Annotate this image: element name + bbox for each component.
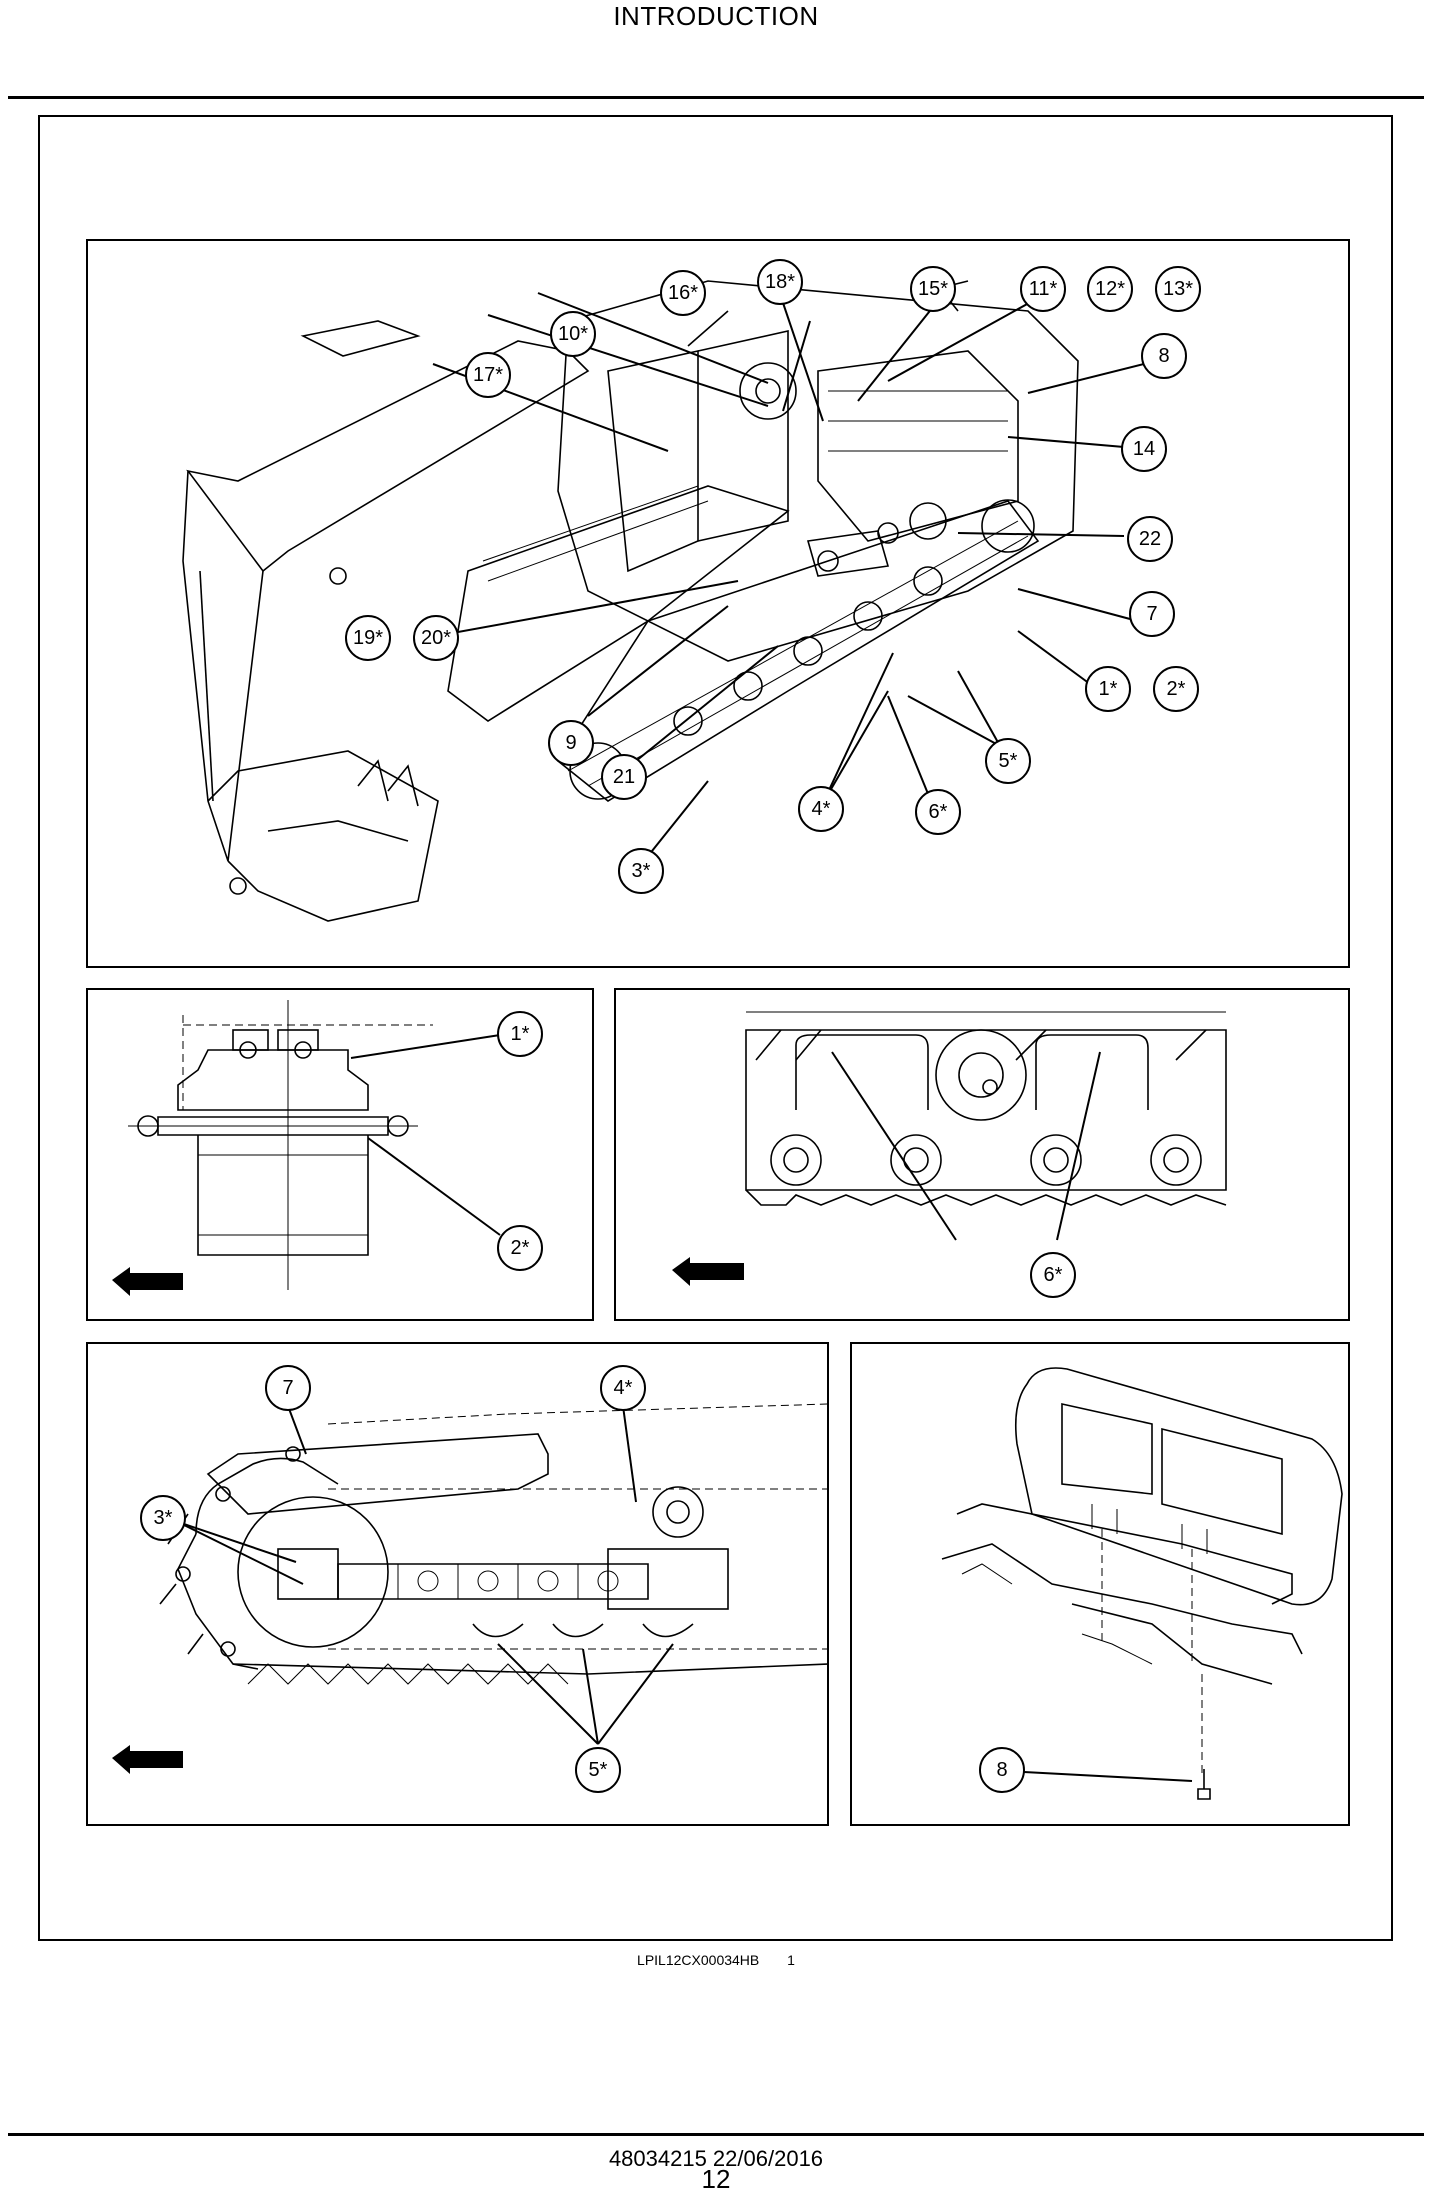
counterweight-callout-8: 8 <box>979 1747 1025 1793</box>
final-drive-drawing: 1* 2* <box>112 1000 543 1296</box>
svg-text:7: 7 <box>282 1377 293 1399</box>
callout-14: 14 <box>1121 426 1167 472</box>
callout-6: 6* <box>915 789 961 835</box>
undercarriage-drawing: 7 4* 3* 5* <box>112 1365 827 1793</box>
footer-page-number: 12 <box>701 2164 731 2194</box>
undercarriage-callout-3: 3* <box>140 1495 186 1541</box>
callout-13: 13* <box>1155 266 1201 312</box>
undercarriage-callout-7: 7 <box>265 1365 311 1411</box>
callout-10: 10* <box>550 311 596 357</box>
upper-rollers-drawing: 6* <box>672 1011 1227 1298</box>
svg-text:1*: 1* <box>1099 678 1118 700</box>
svg-text:10*: 10* <box>558 323 588 345</box>
svg-text:12*: 12* <box>1095 278 1125 300</box>
svg-text:18*: 18* <box>765 271 795 293</box>
upper-rollers-panel: 6* <box>614 988 1350 1321</box>
callout-12: 12* <box>1087 266 1133 312</box>
svg-text:6*: 6* <box>1044 1264 1063 1286</box>
upper-structure-drawing <box>557 280 1079 662</box>
callout-3: 3* <box>618 848 664 894</box>
figure-code: LPIL12CX00034HB <box>637 1952 760 1968</box>
svg-text:16*: 16* <box>668 282 698 304</box>
figure-caption: LPIL12CX00034HB 1 <box>0 1952 1432 1968</box>
footer-rule <box>8 2133 1424 2136</box>
svg-text:7: 7 <box>1146 603 1157 625</box>
page-header-title: INTRODUCTION <box>613 1 819 31</box>
callout-1: 1* <box>1085 666 1131 712</box>
svg-text:19*: 19* <box>353 627 383 649</box>
svg-text:5*: 5* <box>999 750 1018 772</box>
figure-frame <box>38 115 1393 1941</box>
counterweight-drawing: 8 <box>941 1367 1343 1800</box>
svg-text:21: 21 <box>613 766 635 788</box>
final-drive-callout-1: 1* <box>497 1011 543 1057</box>
front-direction-arrow-icon <box>112 1745 183 1774</box>
boom-arm-drawing <box>182 320 590 922</box>
callout-2: 2* <box>1153 666 1199 712</box>
counterweight-panel: 8 <box>850 1342 1350 1826</box>
footer-document-reference: 48034215 22/06/2016 <box>608 2146 824 2171</box>
svg-text:13*: 13* <box>1163 278 1193 300</box>
excavator-overview-panel: 16* 18* 15* 11* 12* 13* 10* 17* 8 14 22 … <box>86 239 1350 968</box>
callout-9: 9 <box>548 720 594 766</box>
callout-18: 18* <box>757 259 803 305</box>
callout-17: 17* <box>465 352 511 398</box>
figure-number: 1 <box>787 1952 795 1968</box>
main-leader-lines <box>432 292 1145 857</box>
svg-text:3*: 3* <box>632 860 651 882</box>
callout-7: 7 <box>1129 591 1175 637</box>
callout-11: 11* <box>1020 266 1066 312</box>
svg-text:8: 8 <box>996 1759 1007 1781</box>
callout-15: 15* <box>910 266 956 312</box>
svg-text:8: 8 <box>1158 345 1169 367</box>
front-direction-arrow-icon <box>112 1267 183 1296</box>
svg-text:4*: 4* <box>812 798 831 820</box>
excavator-overview-drawing: 16* 18* 15* 11* 12* 13* 10* 17* 8 14 22 … <box>182 259 1201 922</box>
header-rule <box>8 96 1424 99</box>
callout-5: 5* <box>985 738 1031 784</box>
callout-22: 22 <box>1127 516 1173 562</box>
svg-text:9: 9 <box>565 732 576 754</box>
svg-text:11*: 11* <box>1029 278 1058 300</box>
svg-text:2*: 2* <box>511 1237 530 1259</box>
undercarriage-panel: 7 4* 3* 5* <box>86 1342 829 1826</box>
svg-text:1*: 1* <box>511 1023 530 1045</box>
undercarriage-callout-5: 5* <box>575 1747 621 1793</box>
callout-8: 8 <box>1141 333 1187 379</box>
final-drive-callout-2: 2* <box>497 1225 543 1271</box>
upper-rollers-callout-6: 6* <box>1030 1252 1076 1298</box>
svg-text:15*: 15* <box>918 278 948 300</box>
svg-text:22: 22 <box>1139 528 1161 550</box>
svg-text:5*: 5* <box>589 1759 608 1781</box>
svg-text:3*: 3* <box>154 1507 173 1529</box>
callout-4: 4* <box>798 786 844 832</box>
svg-text:6*: 6* <box>929 801 948 823</box>
front-direction-arrow-icon <box>672 1257 744 1286</box>
callout-19: 19* <box>345 615 391 661</box>
svg-text:20*: 20* <box>421 627 451 649</box>
undercarriage-callout-4: 4* <box>600 1365 646 1411</box>
svg-text:2*: 2* <box>1167 678 1186 700</box>
final-drive-panel: 1* 2* <box>86 988 594 1321</box>
svg-text:4*: 4* <box>614 1377 633 1399</box>
callout-21: 21 <box>601 754 647 800</box>
callout-16: 16* <box>660 270 706 316</box>
track-drawing <box>447 485 1040 802</box>
callout-20: 20* <box>413 615 459 661</box>
svg-text:14: 14 <box>1133 438 1155 460</box>
svg-text:17*: 17* <box>473 364 503 386</box>
